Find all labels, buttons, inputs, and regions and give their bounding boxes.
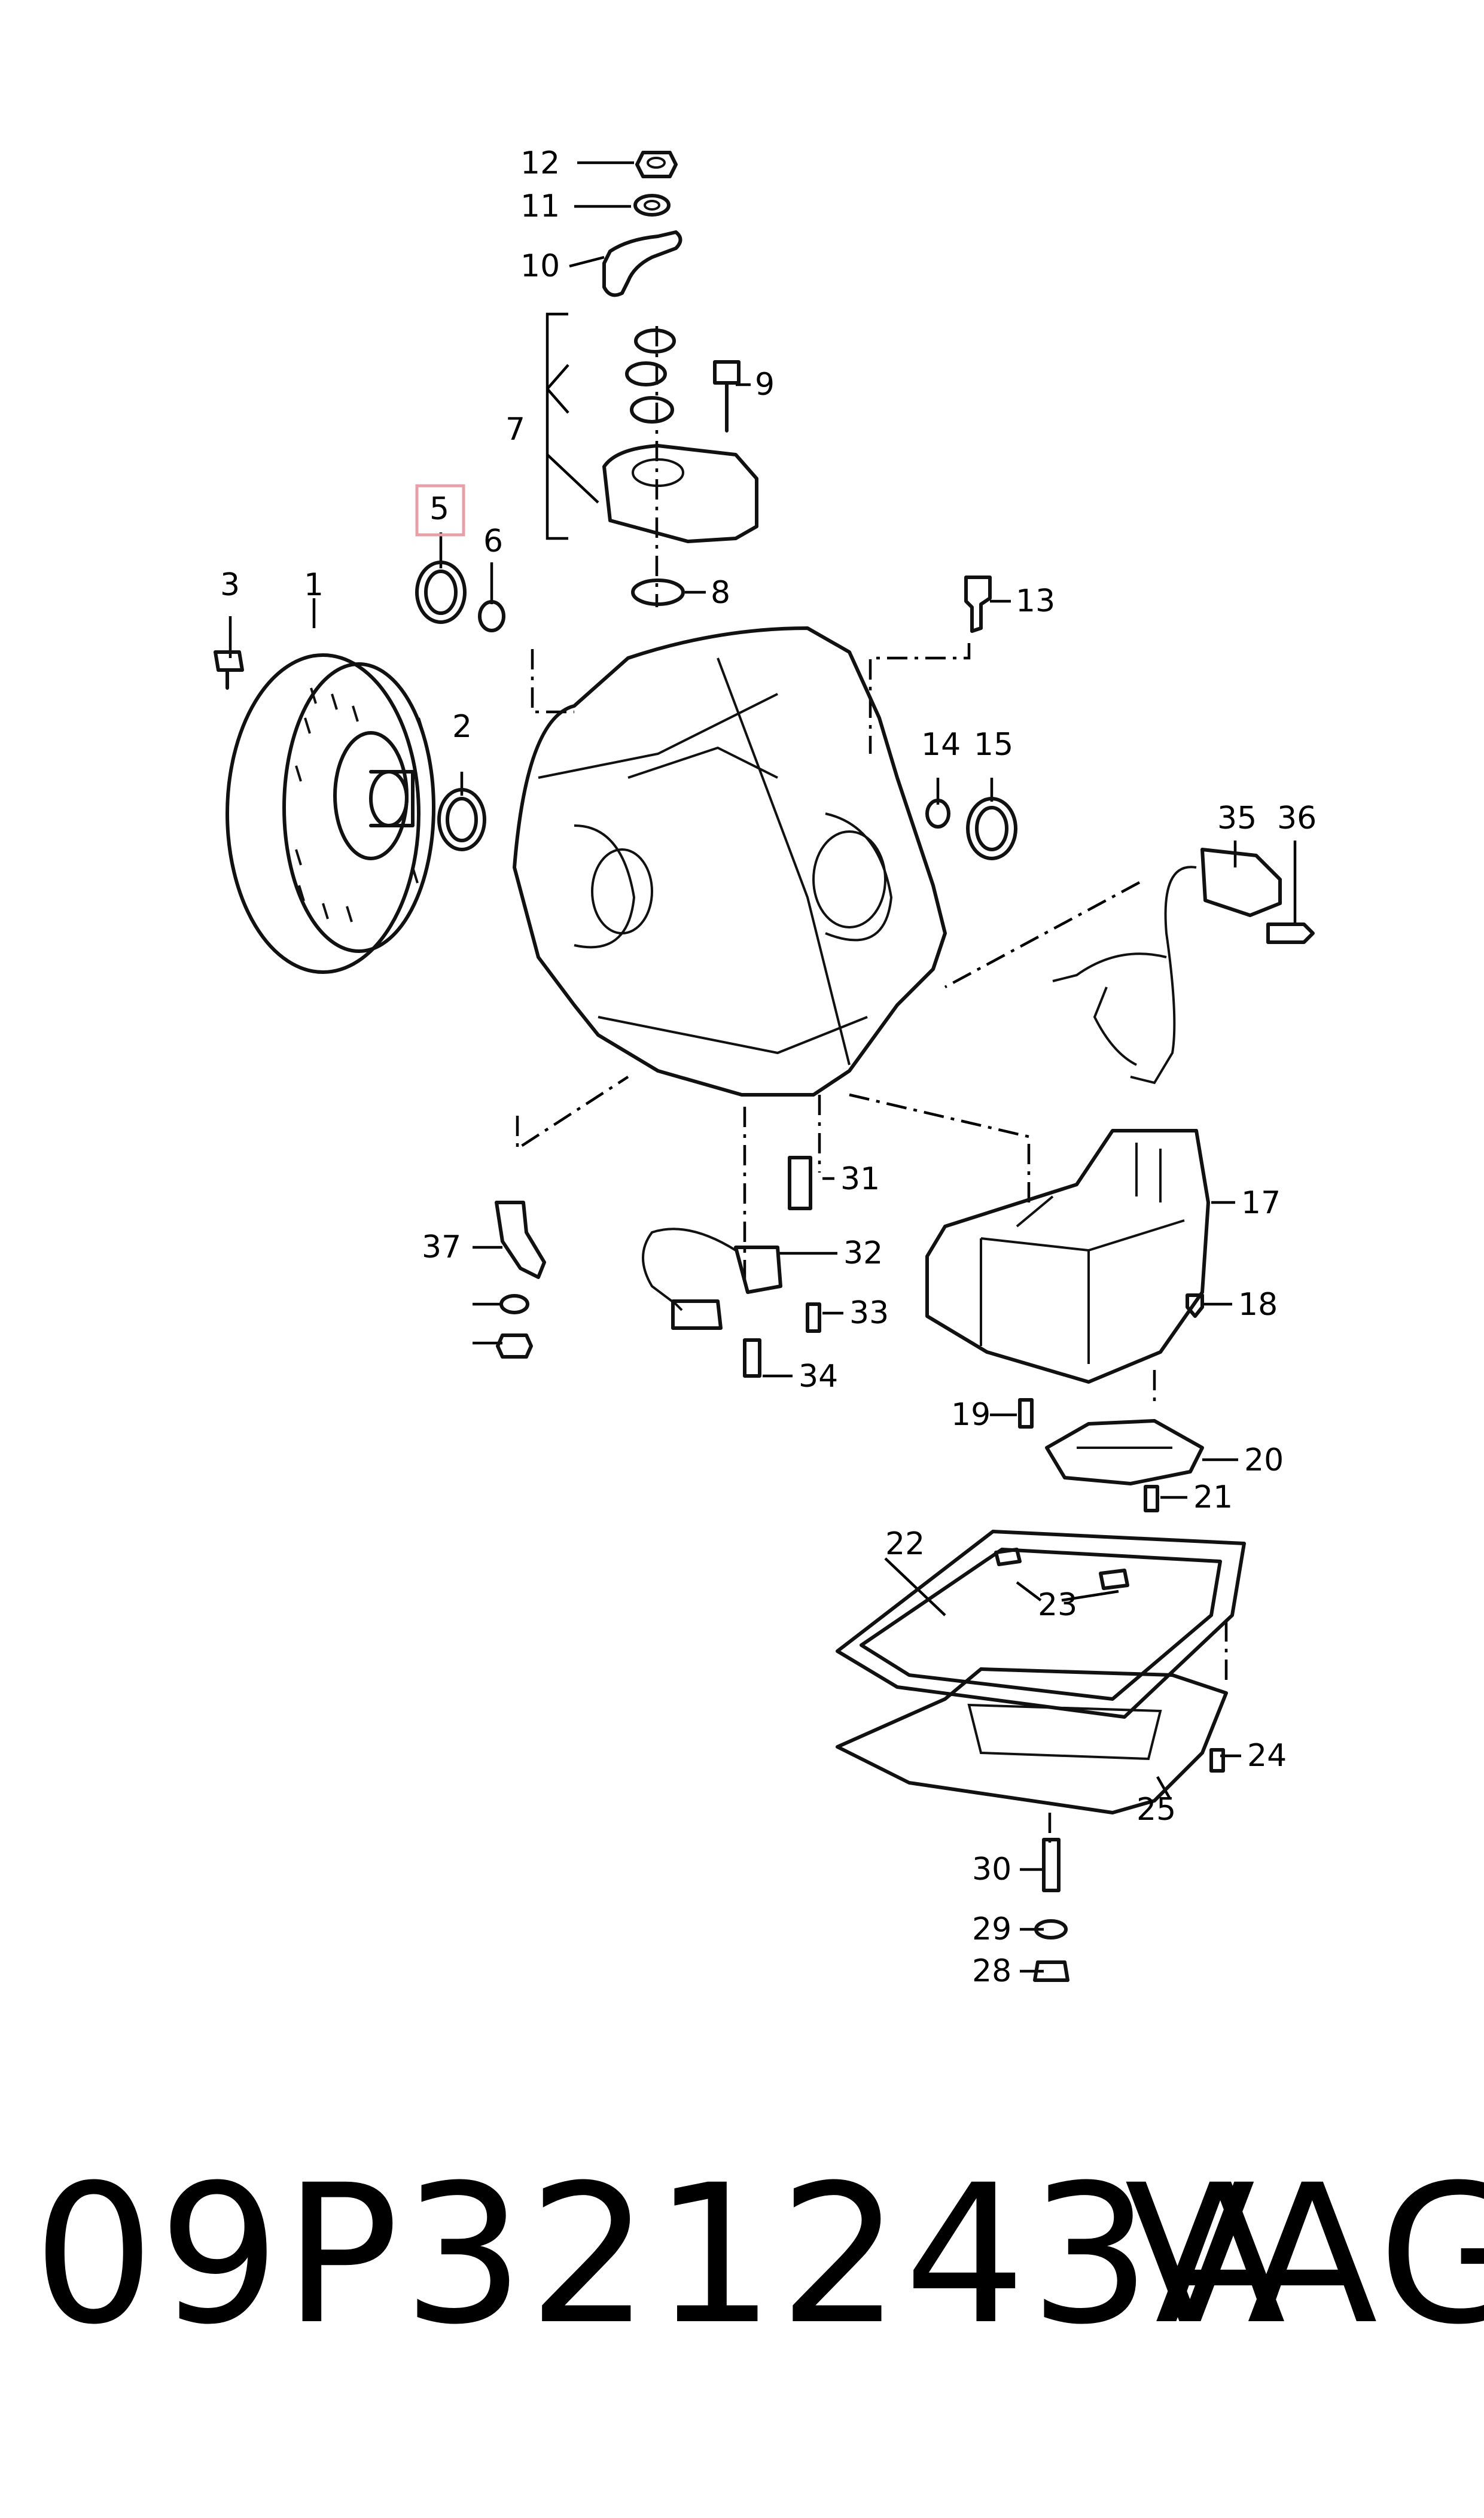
callout-22[interactable]: 22	[885, 1526, 925, 1562]
callout-33[interactable]: 35	[1217, 800, 1257, 836]
callout-35[interactable]: 37	[422, 1229, 461, 1265]
o-ring-6	[478, 600, 505, 632]
callout-2[interactable]: 2	[452, 709, 472, 745]
seal-2	[437, 788, 486, 851]
gasket-22	[836, 1530, 1246, 1719]
bolt-28	[1042, 1838, 1061, 1892]
callout-18[interactable]: 18	[1238, 1287, 1278, 1323]
brand-name: VAG	[1125, 2144, 1484, 2367]
oil-seal-5	[415, 561, 467, 624]
callout-11[interactable]: 11	[520, 188, 560, 224]
bolt-32	[743, 1338, 761, 1378]
callout-28[interactable]: 30	[972, 1852, 1011, 1887]
callout-8[interactable]: 8	[711, 575, 730, 611]
washer-36	[499, 1294, 529, 1314]
callout-34[interactable]: 36	[1277, 800, 1317, 836]
bolt-18	[1186, 1293, 1204, 1318]
o-ring-14	[925, 799, 950, 829]
callout-30[interactable]: 32	[843, 1235, 883, 1271]
lever-10	[602, 230, 682, 297]
bolt-19	[1018, 1398, 1034, 1429]
bolt-9	[713, 360, 741, 433]
callout-labels: 12 11 10 9 7 8 13 5 6 3 1 2 14 15 35 36 …	[220, 145, 1317, 1989]
torque-converter	[226, 653, 435, 974]
washer-11	[633, 194, 671, 217]
oil-pan-25	[836, 1667, 1228, 1814]
seal-27	[1034, 1919, 1068, 1940]
callout-1[interactable]: 1	[304, 567, 324, 603]
part-number: 09P321243A	[33, 2144, 1290, 2367]
gearbox-housing	[513, 626, 947, 1097]
callout-7[interactable]: 7	[505, 412, 525, 447]
magnets-23	[994, 1548, 1129, 1590]
callout-17[interactable]: 17	[1241, 1185, 1281, 1221]
filter-20	[1045, 1419, 1204, 1485]
assembly-lines	[516, 326, 1228, 1843]
callout-19[interactable]: 19	[951, 1397, 991, 1433]
callout-13[interactable]: 13	[1016, 583, 1055, 619]
callout-3[interactable]: 3	[220, 567, 240, 603]
sensor-30	[642, 1228, 782, 1330]
seal-15	[966, 797, 1017, 860]
mechatronic-unit-17	[925, 1129, 1210, 1384]
callout-23[interactable]: 23	[1038, 1587, 1077, 1623]
callout-15[interactable]: 15	[974, 727, 1013, 763]
callout-6[interactable]: 6	[483, 523, 503, 559]
callout-29[interactable]: 31	[840, 1161, 880, 1197]
highlight-box	[415, 484, 465, 537]
callout-32[interactable]: 34	[799, 1359, 838, 1395]
nut-37	[496, 1333, 533, 1359]
callout-10[interactable]: 10	[520, 248, 560, 284]
plug-13	[964, 576, 992, 633]
plug-26	[1033, 1960, 1069, 1982]
callout-26[interactable]: 28	[972, 1953, 1011, 1989]
callout-5[interactable]: 5	[429, 491, 449, 527]
nut-12	[635, 151, 678, 178]
callout-31[interactable]: 33	[849, 1295, 889, 1331]
callout-25[interactable]: 25	[1136, 1792, 1176, 1828]
sensor-29	[788, 1156, 812, 1210]
callout-24[interactable]: 24	[1247, 1738, 1287, 1774]
callout-27[interactable]: 29	[972, 1911, 1011, 1947]
callout-9[interactable]: 9	[755, 367, 775, 403]
range-selector-7	[602, 328, 758, 543]
bolt-34	[1266, 922, 1315, 944]
o-ring-8	[631, 578, 685, 606]
bolt-21	[1144, 1485, 1159, 1512]
callout-21[interactable]: 21	[1193, 1479, 1233, 1515]
wiring-harness-33	[1052, 848, 1282, 1085]
callout-20[interactable]: 20	[1244, 1442, 1284, 1478]
bracket-35	[495, 1201, 546, 1279]
bolt-3	[214, 650, 244, 690]
bolt-31	[806, 1302, 821, 1333]
leader-lines	[228, 161, 1297, 1973]
bolt-24	[1209, 1748, 1225, 1773]
callout-12[interactable]: 12	[520, 145, 560, 181]
callout-14[interactable]: 14	[921, 727, 961, 763]
